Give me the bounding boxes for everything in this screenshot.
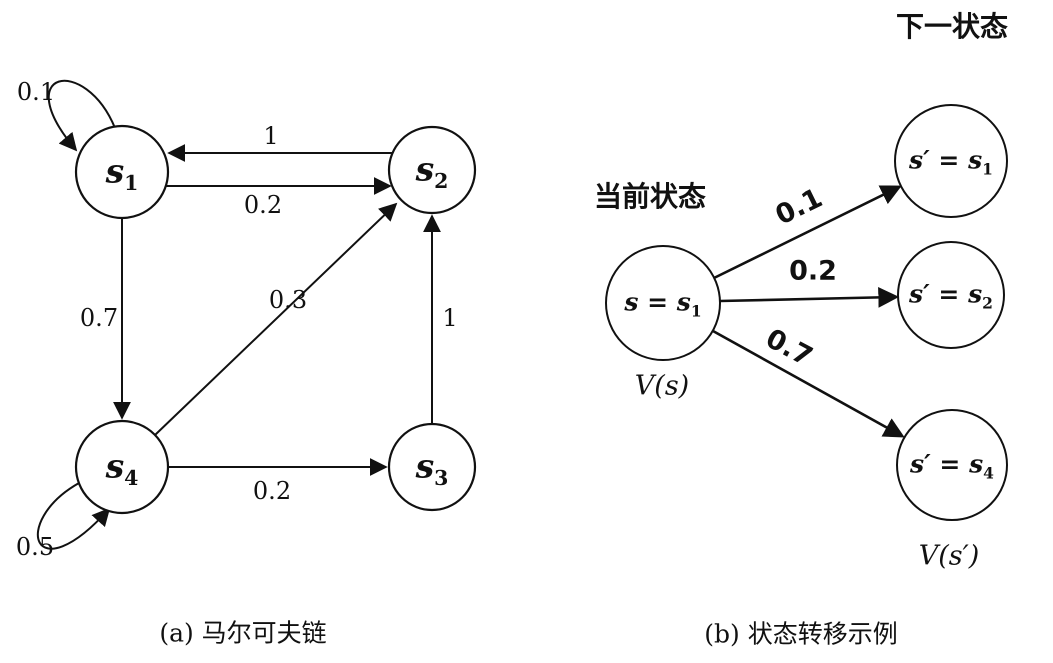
state-label-s1: s1 xyxy=(105,151,139,194)
panel-a-edges xyxy=(36,79,441,550)
state-circle-s4 xyxy=(74,419,170,515)
edge-label-s2-to-s1: 1 xyxy=(263,122,279,150)
edge-s4-self-loop xyxy=(36,482,111,550)
state-s1-base: s xyxy=(105,151,125,191)
next-state-3-base: s′ = s xyxy=(910,449,984,479)
panel-b-nodes xyxy=(605,104,1008,521)
caption-panel-b: (b) 状态转移示例 xyxy=(704,619,898,649)
edge-label-s3-to-s2: 1 xyxy=(442,304,458,332)
current-state-label: s = s1 xyxy=(624,287,701,319)
caption-panel-a: (a) 马尔可夫链 xyxy=(159,618,327,648)
arrow-current-to-next3 xyxy=(712,329,905,438)
edge-s4-to-s2 xyxy=(154,202,398,436)
next-state-label-3: s′ = s4 xyxy=(910,449,994,481)
state-circle-s1 xyxy=(74,124,170,220)
edge-label-s4-to-s2: 0.3 xyxy=(268,286,308,314)
state-s3-base: s xyxy=(415,446,435,486)
state-s2-subscript: 2 xyxy=(434,169,449,194)
next-state-circle-1 xyxy=(894,104,1008,218)
next-state-2-base: s′ = s xyxy=(909,279,983,309)
state-circle-s2 xyxy=(387,125,477,215)
edge-label-s1-to-s2: 0.2 xyxy=(243,191,283,219)
state-label-s4: s4 xyxy=(105,446,139,489)
next-state-label-2: s′ = s2 xyxy=(909,279,993,311)
state-label-s3: s3 xyxy=(415,446,449,489)
current-state-circle xyxy=(605,245,721,361)
edge-label-s4-self: 0.5 xyxy=(15,533,55,561)
edge-label-s1-to-s4: 0.7 xyxy=(79,304,119,332)
next-state-heading: 下一状态 xyxy=(895,10,1009,43)
state-s1-subscript: 1 xyxy=(124,171,139,196)
next-state-circle-2 xyxy=(897,241,1005,349)
next-state-label-1: s′ = s1 xyxy=(909,145,993,177)
state-s3-subscript: 3 xyxy=(434,466,449,491)
panel-a-nodes xyxy=(74,124,477,515)
state-s2-base: s xyxy=(415,149,435,189)
next-state-3-subscript: 4 xyxy=(983,463,994,483)
prob-label-0-2: 0.2 xyxy=(789,255,837,287)
state-label-s2: s2 xyxy=(415,149,449,192)
edge-label-s1-self: 0.1 xyxy=(16,78,56,106)
current-value-label: V(s) xyxy=(634,370,690,402)
panel-b-arrows xyxy=(712,185,905,438)
next-state-circle-3 xyxy=(896,409,1008,521)
next-state-1-base: s′ = s xyxy=(909,145,983,175)
next-value-label: V(s′) xyxy=(918,540,980,572)
current-state-base: s = s xyxy=(624,287,691,317)
next-state-1-subscript: 1 xyxy=(982,159,993,179)
state-circle-s3 xyxy=(387,422,477,512)
current-state-subscript: 1 xyxy=(690,301,702,321)
edge-s1-self-loop xyxy=(47,79,116,152)
current-state-heading: 当前状态 xyxy=(593,180,707,213)
state-s4-base: s xyxy=(105,446,125,486)
state-s4-subscript: 4 xyxy=(124,466,139,491)
edge-label-s4-to-s3: 0.2 xyxy=(252,477,292,505)
next-state-2-subscript: 2 xyxy=(982,293,993,313)
arrow-current-to-next1 xyxy=(713,185,902,280)
arrow-current-to-next2 xyxy=(719,287,900,308)
